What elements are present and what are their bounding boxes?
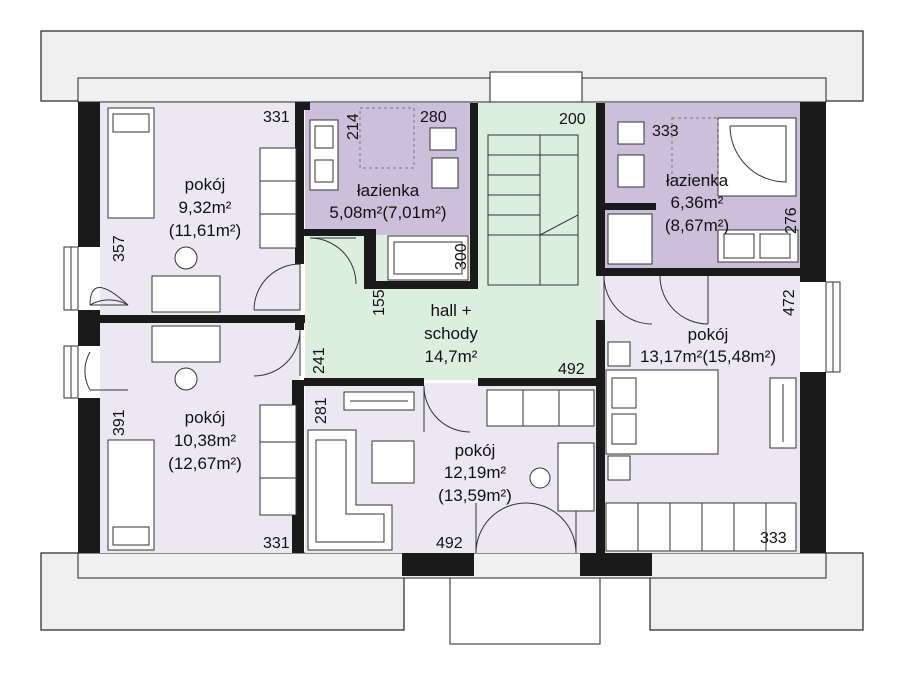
door-swing [659, 275, 709, 325]
sofa [259, 404, 297, 516]
toilet [617, 121, 645, 145]
wall [78, 310, 100, 346]
dormer [489, 71, 583, 103]
room-name: pokój [185, 408, 226, 427]
wall [295, 102, 304, 264]
room-name: łazienka [666, 171, 729, 190]
dimension: 276 [783, 207, 800, 234]
room-area: 10,38m² [174, 431, 237, 450]
desk [557, 442, 595, 512]
nightstand [607, 455, 631, 481]
room-gross-area: (11,61m²) [169, 221, 241, 240]
shower [359, 107, 415, 169]
room-area: 6,36m² [671, 193, 724, 212]
room-name: schody [424, 324, 478, 343]
room-name: pokój [688, 325, 729, 344]
door-swing [253, 263, 301, 311]
room-area: 5,08m²(7,01m²) [329, 203, 446, 222]
double-sink [717, 229, 799, 263]
wall [304, 229, 364, 236]
chair [174, 246, 198, 270]
corner-sofa [307, 429, 393, 551]
shower [671, 117, 719, 179]
wall [596, 203, 605, 276]
sink [309, 119, 339, 191]
cabinet [486, 389, 595, 427]
wall [402, 553, 474, 576]
chair [529, 467, 551, 489]
wall [596, 203, 656, 210]
room-name: łazienka [357, 181, 420, 200]
wall [596, 103, 605, 203]
sofa [259, 147, 297, 249]
wall [100, 315, 305, 323]
dimension: 472 [781, 289, 798, 316]
wall [364, 281, 476, 289]
wall [800, 102, 826, 282]
room-name: pokój [455, 441, 496, 460]
room-name: pokój [185, 175, 226, 194]
room-name: hall + [430, 301, 471, 320]
dimension: 155 [371, 289, 388, 316]
wall [78, 102, 100, 247]
dimension: 281 [313, 397, 330, 424]
room-area: 14,7m² [425, 347, 478, 366]
wall [78, 398, 100, 553]
door-swing [423, 385, 471, 433]
coffee-table [371, 440, 415, 484]
toilet [429, 127, 457, 151]
chair [174, 367, 198, 391]
wall [300, 102, 310, 110]
corner-bathtub [717, 117, 797, 197]
staircase [487, 134, 579, 286]
dimension: 300 [453, 243, 470, 270]
wall [364, 229, 376, 287]
wall [295, 322, 304, 330]
room-gross-area: (12,67m²) [168, 454, 242, 473]
wall [580, 553, 652, 576]
dimension: 333 [760, 530, 787, 547]
shower-tray [607, 213, 653, 265]
door-swing [603, 275, 653, 325]
wall [304, 378, 424, 386]
door-swing [475, 502, 577, 554]
dimension: 331 [263, 535, 290, 552]
nightstand [607, 341, 631, 367]
room-gross-area: (8,67m²) [665, 216, 729, 235]
desk [151, 275, 221, 313]
wall [800, 372, 826, 553]
wall [596, 268, 800, 276]
bathtub [387, 235, 469, 281]
dimension: 357 [111, 235, 128, 262]
room-area: 12,19m² [444, 463, 507, 482]
wall [470, 103, 478, 289]
wall [596, 320, 605, 553]
door-swing [253, 329, 301, 377]
dimension: 331 [263, 109, 290, 126]
room-area: 9,32m² [179, 198, 232, 217]
dimension: 241 [311, 347, 328, 374]
dimension: 214 [345, 113, 362, 140]
dimension: 492 [558, 361, 585, 378]
door-swing [309, 237, 357, 285]
dimension: 280 [420, 109, 447, 126]
room-gross-area: (13,59m²) [438, 486, 512, 505]
balcony [449, 575, 601, 645]
door-swing [84, 351, 128, 391]
desk [151, 325, 221, 363]
dimension: 391 [111, 409, 128, 436]
inner-roof-strip-top [77, 77, 827, 103]
dimension: 333 [652, 123, 679, 140]
room-area: 13,17m²(15,48m²) [640, 347, 776, 366]
dimension: 492 [436, 535, 463, 552]
dimension: 200 [559, 111, 586, 128]
door-swing [89, 299, 129, 306]
wall [478, 378, 600, 386]
